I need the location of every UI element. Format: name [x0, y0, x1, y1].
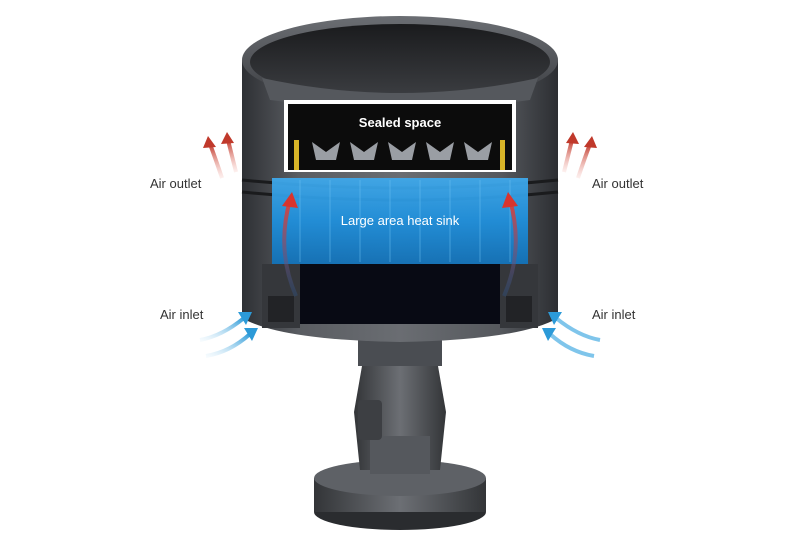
air-inlet-label-left: Air inlet: [160, 307, 204, 322]
lower-cavity: [262, 264, 538, 328]
mount-base: [314, 460, 486, 530]
heat-sink-block: [272, 178, 528, 264]
air-outlet-arrows-right: [562, 132, 597, 179]
heat-sink-label: Large area heat sink: [340, 213, 460, 228]
sealed-space-compartment: [284, 100, 516, 172]
internal-airflow-right: [502, 192, 518, 297]
air-outlet-label-left: Air outlet: [150, 176, 202, 191]
sealed-space-label: Sealed space: [358, 115, 442, 130]
air-inlet-arrows-right: [542, 312, 601, 358]
internal-airflow-left: [282, 192, 298, 297]
air-inlet-label-right: Air inlet: [592, 307, 636, 322]
air-outlet-arrows-left: [203, 132, 238, 179]
air-inlet-arrows-left: [199, 312, 258, 358]
mount-bracket: [354, 340, 446, 474]
air-outlet-label-right: Air outlet: [592, 176, 644, 191]
